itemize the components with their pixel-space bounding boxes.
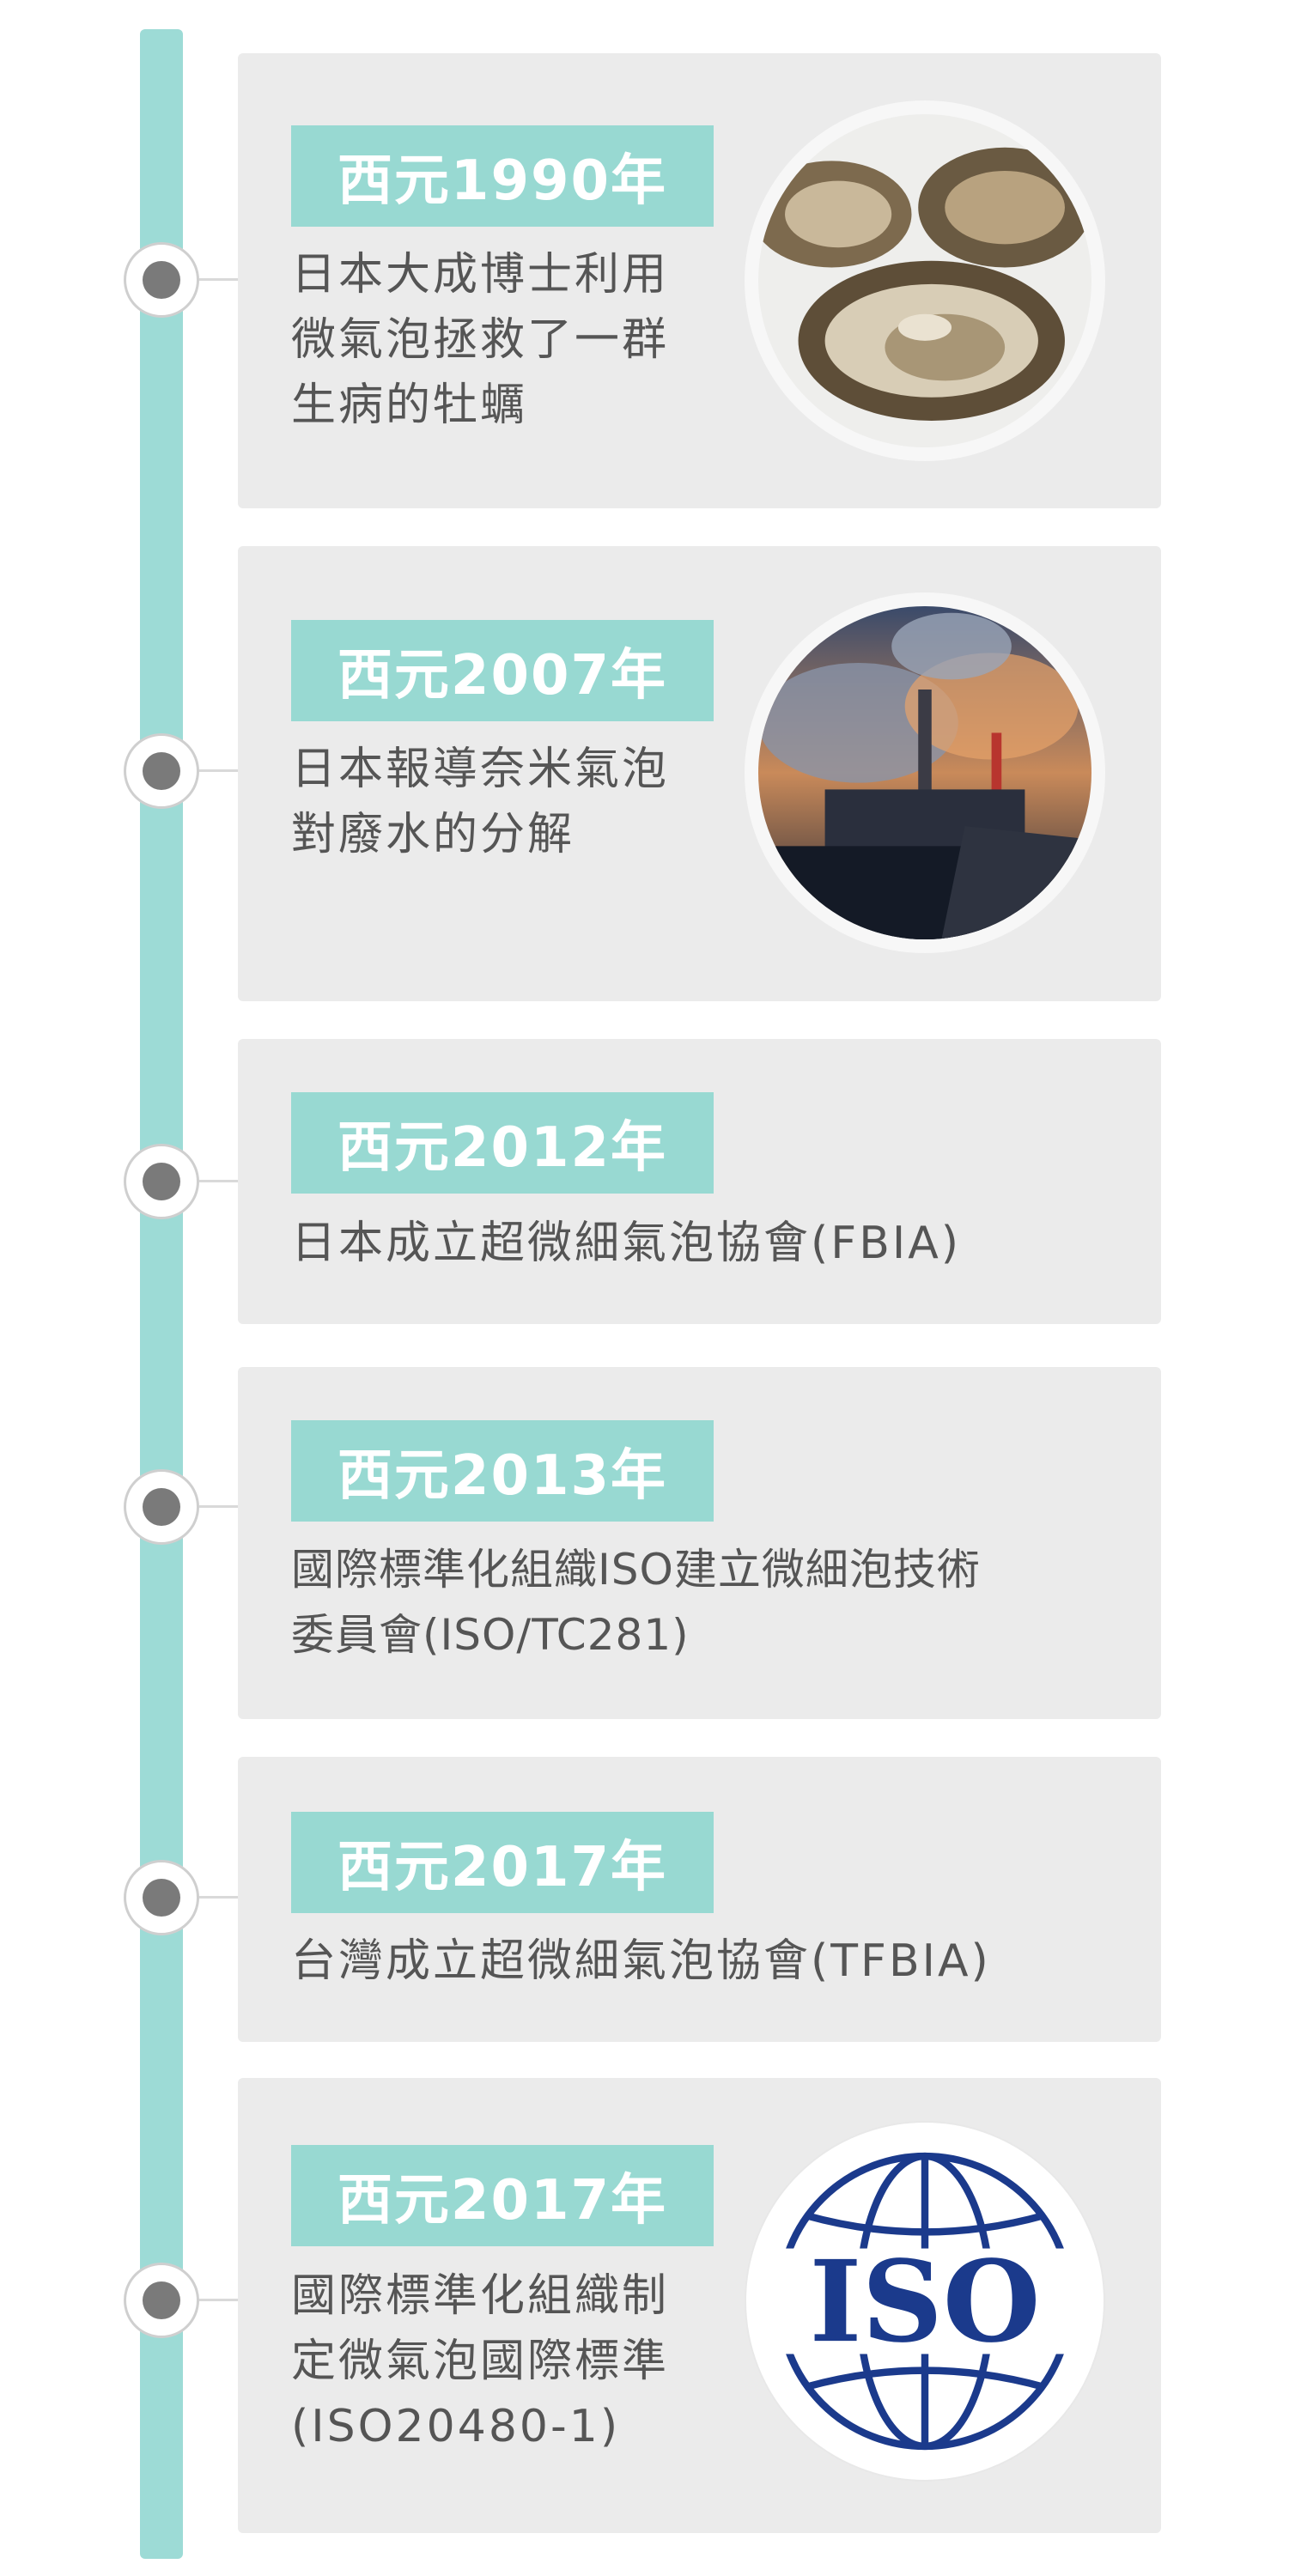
year-tag: 西元2012年 [291,1092,714,1194]
description-line: (ISO20480-1) [291,2401,621,2452]
iso-logo-text: ISO [809,2235,1040,2367]
description-line: 定微氣泡國際標準 [291,2336,670,2387]
timeline-connector [198,2299,238,2301]
description-line: 台灣成立超微細氣泡協會(TFBIA) [291,1935,991,1987]
description-line: 生病的牡蠣 [291,380,528,431]
description-line: 日本報導奈米氣泡 [291,744,670,795]
event-description: 日本報導奈米氣泡 對廢水的分解 [291,737,669,867]
timeline-bar [140,29,183,2559]
timeline-node [124,1144,199,1219]
timeline-connector [198,769,238,772]
year-tag: 西元2007年 [291,620,714,721]
timeline-card: 西元2007年 日本報導奈米氣泡 對廢水的分解 [238,546,1161,1001]
iso-logo: ISO [745,2121,1105,2482]
timeline-connector [198,1896,238,1899]
description-line: 微氣泡拯救了一群 [291,314,670,366]
description-line: 國際標準化組織制 [291,2270,670,2322]
timeline-card: 西元1990年 日本大成博士利用 微氣泡拯救了一群 生病的牡蠣 [238,53,1161,508]
event-description: 日本成立超微細氣泡協會(FBIA) [291,1211,961,1276]
year-tag: 西元2013年 [291,1420,714,1522]
timeline-node [124,242,199,318]
year-tag: 西元2017年 [291,1812,714,1913]
timeline-node [124,733,199,809]
event-description: 國際標準化組織制 定微氣泡國際標準 (ISO20480-1) [291,2263,669,2459]
timeline-card: 西元2017年 台灣成立超微細氣泡協會(TFBIA) [238,1757,1161,2042]
factory-pollution-photo [745,592,1105,953]
timeline-node [124,1469,199,1545]
description-line: 日本大成博士利用 [291,249,670,301]
timeline-connector [198,1505,238,1508]
event-description: 台灣成立超微細氣泡協會(TFBIA) [291,1929,991,1994]
description-line: 委員會(ISO/TC281) [291,1610,690,1660]
timeline-card: 西元2017年 國際標準化組織制 定微氣泡國際標準 (ISO20480-1) I… [238,2078,1161,2533]
description-line: 國際標準化組織ISO建立微細泡技術 [291,1545,981,1595]
timeline-card: 西元2012年 日本成立超微細氣泡協會(FBIA) [238,1039,1161,1324]
description-line: 日本成立超微細氣泡協會(FBIA) [291,1218,962,1269]
timeline-node [124,2263,199,2338]
timeline-connector [198,1180,238,1182]
description-line: 對廢水的分解 [291,809,575,860]
event-description: 國際標準化組織ISO建立微細泡技術 委員會(ISO/TC281) [291,1537,981,1668]
timeline-card: 西元2013年 國際標準化組織ISO建立微細泡技術 委員會(ISO/TC281) [238,1367,1161,1719]
year-tag: 西元1990年 [291,125,714,227]
timeline-node [124,1860,199,1935]
oyster-photo [745,100,1105,461]
year-tag: 西元2017年 [291,2145,714,2246]
event-description: 日本大成博士利用 微氣泡拯救了一群 生病的牡蠣 [291,242,669,438]
timeline-connector [198,278,238,281]
